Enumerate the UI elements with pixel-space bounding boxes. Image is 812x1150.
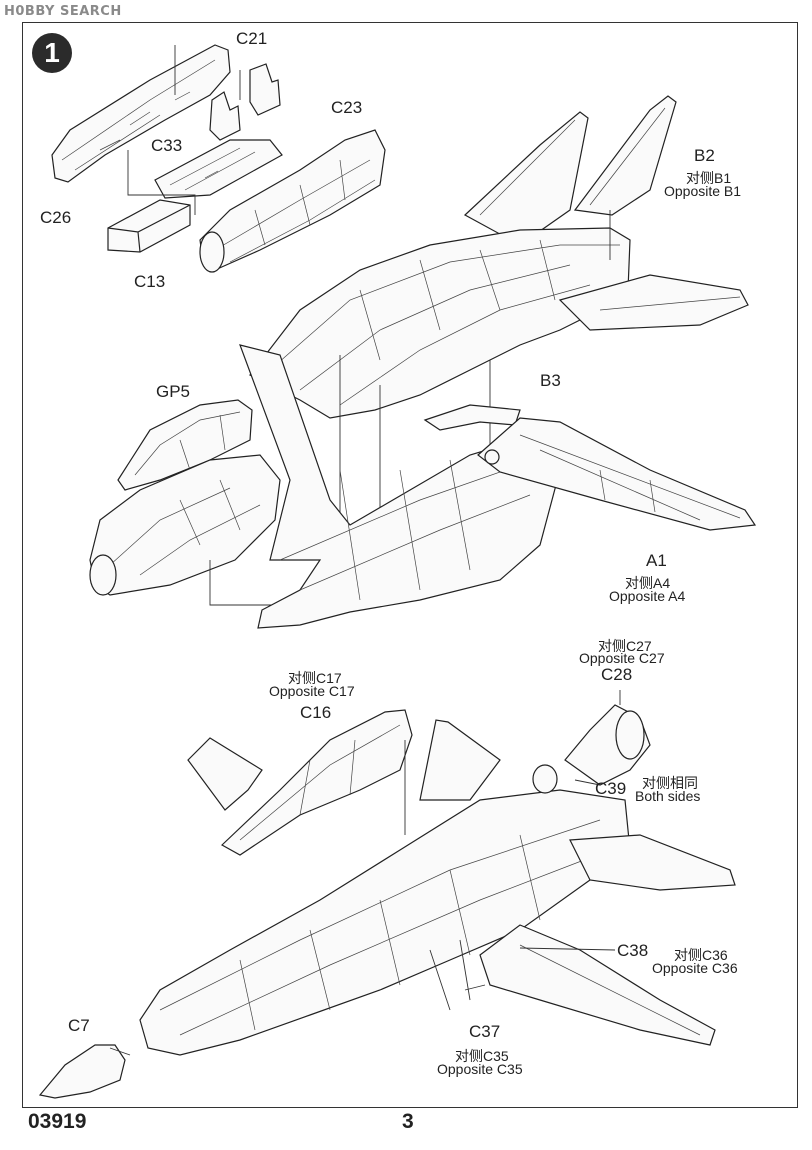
upper-fuselage-drawing <box>249 95 749 575</box>
label-c28-opposite-en: Opposite C27 <box>579 650 665 666</box>
label-c38: C38 <box>617 941 649 960</box>
label-c23: C23 <box>331 98 363 117</box>
page-frame <box>22 22 798 1108</box>
label-b2: B2 <box>694 146 715 165</box>
page-number: 3 <box>402 1110 414 1133</box>
canopy-and-nose-drawing <box>89 399 291 618</box>
label-c16: C16 <box>300 703 332 722</box>
label-b3: B3 <box>540 371 561 390</box>
label-a1-opposite-en: Opposite A4 <box>609 588 686 604</box>
label-c37-opposite-cn: 对侧C35 <box>455 1048 509 1064</box>
label-c28: C28 <box>601 665 633 684</box>
label-c16-opposite-cn: 对侧C17 <box>288 670 342 686</box>
label-c37-opposite-en: Opposite C35 <box>437 1061 523 1077</box>
label-c33: C33 <box>151 136 183 155</box>
label-c28-opposite-cn: 对侧C27 <box>598 638 652 654</box>
label-c37: C37 <box>469 1022 501 1041</box>
label-c26: C26 <box>40 208 72 227</box>
lower-fuselage-drawing <box>239 344 757 629</box>
label-c38-opposite-cn: 对侧C36 <box>674 947 728 963</box>
label-a1: A1 <box>646 551 667 570</box>
label-c39-note-cn: 对侧相同 <box>642 775 698 791</box>
label-c39: C39 <box>595 779 627 798</box>
cockpit-parts-drawing <box>51 44 386 273</box>
step-badge: 1 <box>32 33 72 73</box>
label-gp5: GP5 <box>156 382 191 401</box>
product-code: 03919 <box>28 1110 87 1133</box>
final-assembly-drawing <box>38 690 736 1099</box>
label-c21: C21 <box>236 29 268 48</box>
watermark: H0BBY SEARCH <box>4 4 122 19</box>
label-c16-opposite-en: Opposite C17 <box>269 683 355 699</box>
label-c7: C7 <box>68 1016 90 1035</box>
label-b2-opposite-en: Opposite B1 <box>664 183 742 199</box>
label-b2-opposite-cn: 对侧B1 <box>686 170 732 186</box>
label-c13: C13 <box>134 272 166 291</box>
label-c38-opposite-en: Opposite C36 <box>652 960 738 976</box>
label-a1-opposite-cn: 对侧A4 <box>625 575 671 591</box>
label-c39-note-en: Both sides <box>635 788 701 804</box>
